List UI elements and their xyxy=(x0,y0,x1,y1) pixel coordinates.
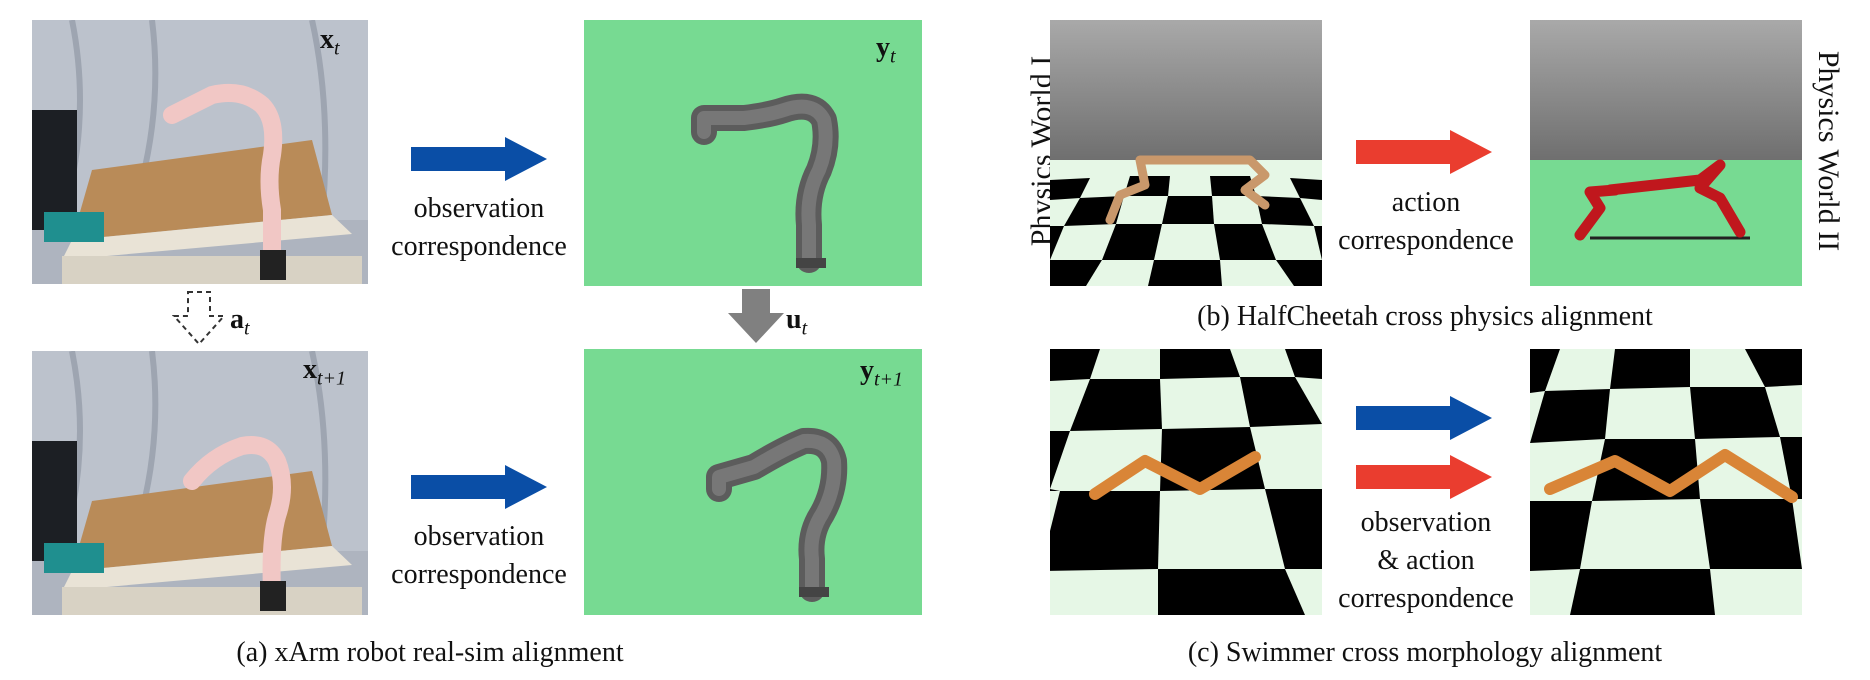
label-y-t1: yt+1 xyxy=(860,355,904,391)
real-robot-photo-t1 xyxy=(32,351,368,615)
caption-panel-b: (b) HalfCheetah cross physics alignment xyxy=(1197,301,1653,332)
caption-panel-c: (c) Swimmer cross morphology alignment xyxy=(1187,637,1663,668)
physics-world-2-label: Physics World II xyxy=(1812,50,1845,252)
observation-arrow-top xyxy=(411,137,547,181)
gray-sim-step-arrow xyxy=(728,289,784,343)
label-u-t: ut xyxy=(786,304,808,340)
swimmer-render-right xyxy=(1530,349,1802,615)
label-x-t: xt xyxy=(320,24,340,60)
action-arrow-red-b xyxy=(1356,130,1492,174)
label-a-t: at xyxy=(230,304,250,340)
observation-arrow-blue-c xyxy=(1356,396,1492,440)
sim-robot-render-t xyxy=(584,20,922,286)
label-x-t1: xt+1 xyxy=(303,354,347,390)
caption-panel-a: (a) xArm robot real-sim alignment xyxy=(236,637,624,668)
observation-action-correspondence-text: observation & action correspondence xyxy=(1338,507,1514,614)
observation-correspondence-text-bottom: observation correspondence xyxy=(391,521,567,590)
sim-robot-render-t1 xyxy=(584,349,922,615)
observation-arrow-bottom xyxy=(411,465,547,509)
halfcheetah-world-1-render xyxy=(1050,20,1322,286)
halfcheetah-world-2-render xyxy=(1530,20,1802,286)
real-robot-photo-t xyxy=(32,20,368,284)
swimmer-render-left xyxy=(1050,349,1322,615)
action-arrow-red-c xyxy=(1356,455,1492,499)
dashed-action-arrow xyxy=(172,291,227,346)
action-correspondence-text: action correspondence xyxy=(1338,187,1514,256)
label-y-t: yt xyxy=(876,32,896,68)
observation-correspondence-text-top: observation correspondence xyxy=(391,193,567,262)
